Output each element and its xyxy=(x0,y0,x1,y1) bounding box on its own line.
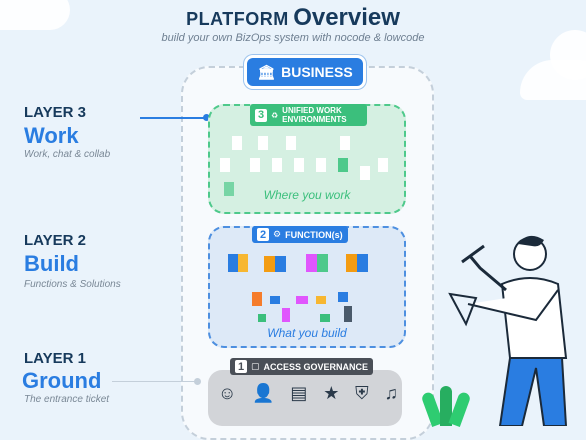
lego-block xyxy=(296,296,308,304)
lego-block xyxy=(252,292,262,306)
layer-2-name: Build xyxy=(24,251,79,276)
layer-1-name: Ground xyxy=(22,368,102,393)
page-title: PLATFORM Overview xyxy=(0,4,586,32)
lego-block xyxy=(316,296,326,304)
layer-1-desc: The entrance ticket xyxy=(24,394,110,405)
layer-1-connector xyxy=(112,381,196,382)
layer-2-label: LAYER 2 xyxy=(24,232,86,249)
work-badge-number: 3 xyxy=(255,108,267,122)
governance-icons: ☺ 👤 ▤ ★ ⛨ ♫ xyxy=(218,383,398,404)
title-prefix: PLATFORM xyxy=(186,9,289,29)
work-tile xyxy=(338,158,348,172)
person-illustration xyxy=(448,235,568,426)
lego-block xyxy=(282,308,290,322)
function-block xyxy=(228,254,248,272)
work-tile xyxy=(340,136,350,150)
page-subtitle: build your own BizOps system with nocode… xyxy=(161,32,425,44)
function-block xyxy=(346,254,368,272)
layer-1-dot xyxy=(194,378,201,385)
work-tile xyxy=(360,166,370,180)
cube-icon: ▢ xyxy=(251,361,260,371)
lego-block xyxy=(338,292,348,302)
work-box: 3 ♻ UNIFIED WORK ENVIRONMENTS Where you … xyxy=(208,104,406,214)
layer-3-connector xyxy=(140,117,208,119)
work-tile xyxy=(250,158,260,172)
layer-3-name: Work xyxy=(24,123,79,148)
cloud-right-small xyxy=(550,30,586,80)
layer-3-label: LAYER 3 xyxy=(24,104,86,121)
work-tile xyxy=(378,158,388,172)
work-tile xyxy=(224,182,234,196)
work-badge-text: UNIFIED WORK ENVIRONMENTS xyxy=(282,106,347,124)
ground-badge: 1 ▢ ACCESS GOVERNANCE xyxy=(230,358,374,375)
title-main: Overview xyxy=(293,4,400,31)
add-user-icon: 👤 xyxy=(252,383,275,403)
work-tile xyxy=(220,158,230,172)
build-box: 2 ⚙ FUNCTION(s) What you build xyxy=(208,226,406,348)
work-tile xyxy=(232,136,242,150)
recycle-icon: ♻ xyxy=(271,110,279,120)
bell-icon: ♫ xyxy=(384,383,398,403)
plant-illustration xyxy=(418,386,474,428)
id-card-icon: ▤ xyxy=(290,383,308,403)
user-star-icon: ★ xyxy=(323,383,340,403)
work-tile xyxy=(286,136,296,150)
bank-icon: 🏛 xyxy=(257,63,276,80)
lego-block xyxy=(320,314,330,322)
work-tile xyxy=(258,136,268,150)
build-caption: What you build xyxy=(267,326,347,340)
build-badge: 2 ⚙ FUNCTION(s) xyxy=(252,226,348,243)
build-badge-text: FUNCTION(s) xyxy=(285,229,343,240)
plant-leaf xyxy=(440,386,452,426)
gear-icon: ⚙ xyxy=(273,229,282,239)
cloud-left xyxy=(0,0,70,30)
ground-box xyxy=(208,370,402,426)
ground-badge-text: ACCESS GOVERNANCE xyxy=(263,361,369,372)
ground-badge-number: 1 xyxy=(235,360,247,373)
layer-3-dot xyxy=(203,114,210,121)
work-tile xyxy=(316,158,326,172)
shield-key-icon: ⛨ xyxy=(355,383,369,403)
work-caption: Where you work xyxy=(263,188,351,202)
work-badge: 3 ♻ UNIFIED WORK ENVIRONMENTS xyxy=(250,104,368,126)
layer-1-label: LAYER 1 xyxy=(24,350,86,367)
business-badge: 🏛 BUSINESS xyxy=(247,58,363,86)
user-circle-icon: ☺ xyxy=(218,383,237,403)
function-block xyxy=(306,254,328,272)
lego-block xyxy=(270,296,280,304)
layer-3-desc: Work, chat & collab xyxy=(24,149,111,160)
work-tile xyxy=(272,158,282,172)
work-tile xyxy=(294,158,304,172)
layer-2-desc: Functions & Solutions xyxy=(24,279,121,290)
lego-block xyxy=(258,314,266,322)
build-badge-number: 2 xyxy=(257,228,269,241)
function-block xyxy=(264,256,286,272)
business-label: BUSINESS xyxy=(281,64,353,80)
lego-block xyxy=(344,306,352,322)
